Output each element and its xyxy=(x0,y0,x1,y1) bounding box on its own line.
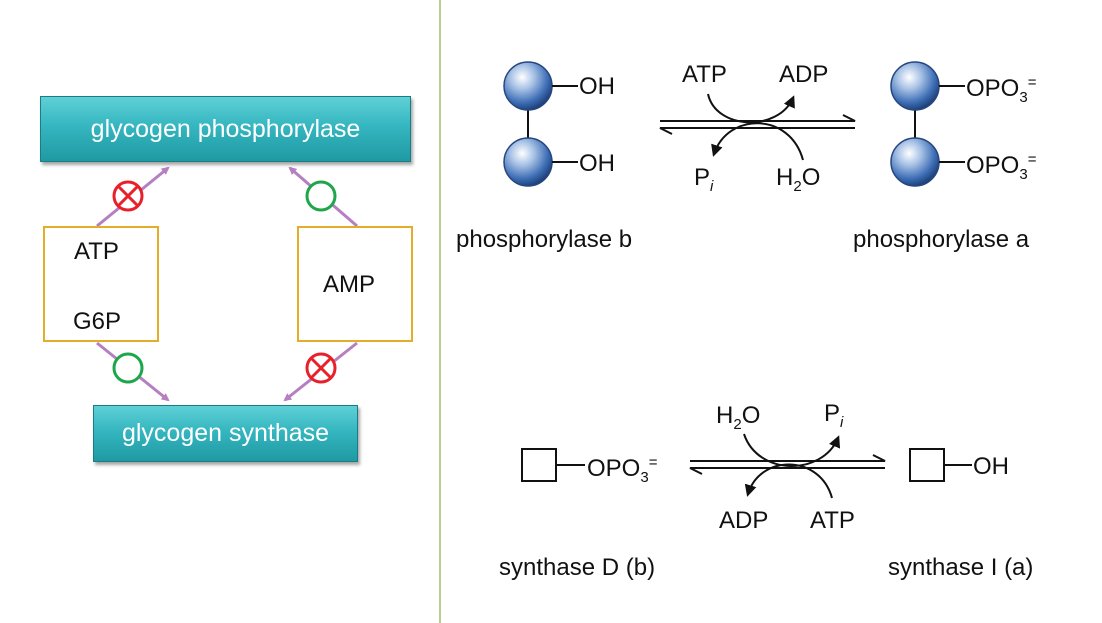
label-synthase-d: synthase D (b) xyxy=(499,554,656,581)
glycogen-phosphorylase-box: glycogen phosphorylase xyxy=(40,96,411,162)
activate-symbol-bottom-left xyxy=(112,352,144,384)
curved-arrow-h2o-pi xyxy=(711,122,804,161)
effector-amp: AMP xyxy=(323,271,376,298)
reagent-h2o-synthase: H2O xyxy=(716,402,761,433)
curved-arrow-atp-adp-synthase xyxy=(744,463,833,499)
reagent-pi-synthase: Pi xyxy=(824,400,844,431)
reagent-atp-synthase: ATP xyxy=(810,507,855,534)
reagent-adp: ADP xyxy=(779,61,829,88)
curved-arrow-h2o-pi-synthase xyxy=(743,433,841,467)
subunit-ball-a-top xyxy=(890,61,940,111)
synthase-square-d xyxy=(521,448,557,482)
equilibrium-arrows-synthase xyxy=(689,454,886,475)
group-oh-b-bottom: OH xyxy=(579,150,615,177)
inhibit-symbol-bottom-right xyxy=(305,352,337,384)
label-phosphorylase-a: phosphorylase a xyxy=(853,226,1030,253)
inhibit-symbol-top-left xyxy=(112,180,144,212)
group-opo3-a-top: OPO3= xyxy=(966,74,1037,106)
group-oh-synthase-i: OH xyxy=(973,453,1009,480)
reagent-h2o: H2O xyxy=(776,164,821,195)
activate-symbol-top-right xyxy=(305,180,337,212)
group-opo3-a-bottom: OPO3= xyxy=(966,151,1037,183)
synthase-square-i xyxy=(909,448,945,482)
reagent-adp-synthase: ADP xyxy=(719,507,769,534)
glycogen-phosphorylase-label: glycogen phosphorylase xyxy=(90,114,361,143)
curved-arrow-atp-adp xyxy=(707,93,795,124)
subunit-ball-a-bottom xyxy=(890,137,940,187)
effector-atp: ATP xyxy=(74,238,119,265)
glycogen-synthase-label: glycogen synthase xyxy=(121,419,330,447)
reagent-pi: Pi xyxy=(694,164,714,195)
equilibrium-arrows-phosphorylase xyxy=(659,114,856,135)
label-phosphorylase-b: phosphorylase b xyxy=(456,226,633,253)
effector-g6p: G6P xyxy=(73,308,122,335)
effector-box-atp-g6p xyxy=(43,226,159,342)
subunit-ball-b-top xyxy=(503,61,553,111)
group-opo3-synthase-d: OPO3= xyxy=(587,454,658,486)
subunit-ball-b-bottom xyxy=(503,137,553,187)
group-oh-b-top: OH xyxy=(579,73,615,100)
reagent-atp: ATP xyxy=(682,61,727,88)
glycogen-synthase-box: glycogen synthase xyxy=(93,405,358,462)
effector-box-amp xyxy=(297,226,413,342)
label-synthase-i: synthase I (a) xyxy=(888,554,1034,581)
